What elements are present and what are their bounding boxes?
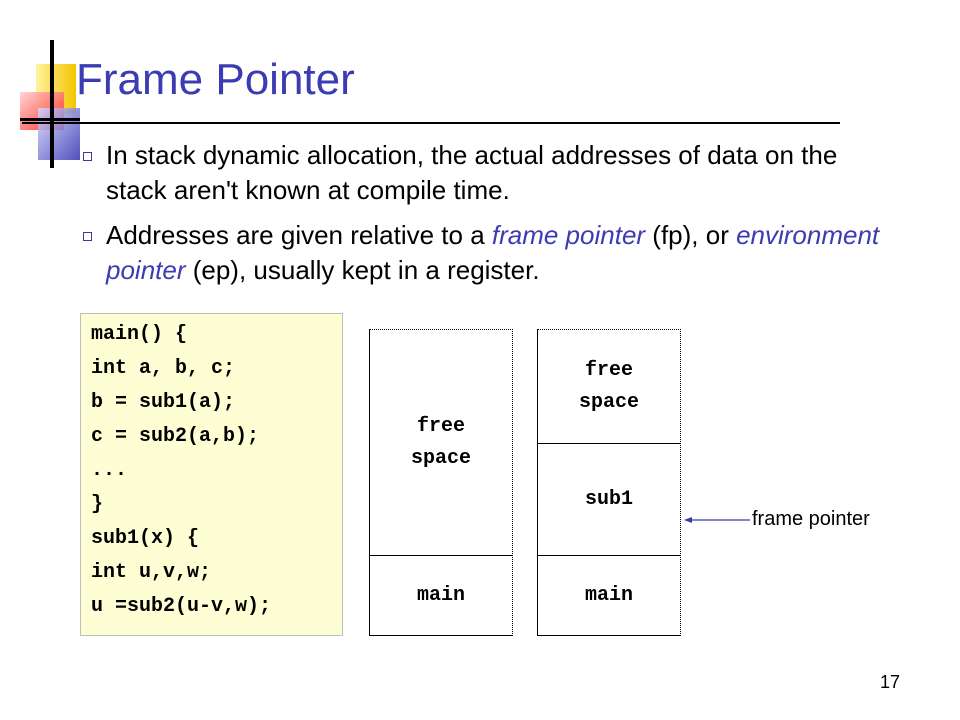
page-number: 17	[880, 672, 901, 692]
square-bullet-icon	[83, 232, 92, 241]
bullet-text-mid: (fp), or	[645, 220, 737, 250]
square-bullet-icon	[83, 152, 92, 161]
code-line: sub1(x) {	[91, 527, 200, 550]
bullet-list: In stack dynamic allocation, the actual …	[80, 138, 880, 298]
term-environment-pointer: environment pointer	[106, 220, 880, 285]
stack-diagram-after: free space sub1 main	[537, 329, 681, 636]
slide-logo-graphic	[20, 40, 80, 168]
slide-title: Frame Pointer	[76, 55, 355, 104]
stack-cell-sub1: sub1	[584, 487, 633, 511]
bullet-text-pre: Addresses are given relative to a	[106, 220, 492, 250]
code-line: int u,v,w;	[91, 561, 212, 584]
frame-pointer-label: frame pointer	[752, 508, 870, 530]
code-line: ...	[91, 459, 128, 482]
bullet-item: Addresses are given relative to a frame …	[80, 218, 880, 288]
bullet-text: In stack dynamic allocation, the actual …	[106, 140, 838, 205]
code-line: c = sub2(a,b);	[91, 425, 260, 448]
stack-cell-main: main	[584, 583, 633, 607]
stack-divider	[538, 443, 680, 444]
bullet-item: In stack dynamic allocation, the actual …	[80, 138, 880, 208]
stack-cell-free-space: free space	[410, 414, 471, 470]
stack-divider	[538, 555, 680, 556]
stack-divider	[370, 555, 512, 556]
code-line: u =sub2(u-v,w);	[91, 595, 272, 618]
stack-cell-free-space: free space	[578, 358, 639, 414]
code-listing: main() { int a, b, c; b = sub1(a); c = s…	[80, 313, 343, 636]
title-underline	[22, 122, 840, 124]
term-frame-pointer: frame pointer	[491, 220, 646, 250]
code-line: int a, b, c;	[91, 357, 236, 380]
code-line: main() {	[91, 323, 188, 346]
code-line: }	[91, 493, 104, 516]
code-line: b = sub1(a);	[91, 391, 236, 414]
stack-cell-main: main	[416, 583, 465, 607]
frame-pointer-arrow-icon	[684, 517, 750, 523]
bullet-text-post: (ep), usually kept in a register.	[185, 255, 540, 285]
stack-diagram-before: free space main	[369, 329, 513, 636]
